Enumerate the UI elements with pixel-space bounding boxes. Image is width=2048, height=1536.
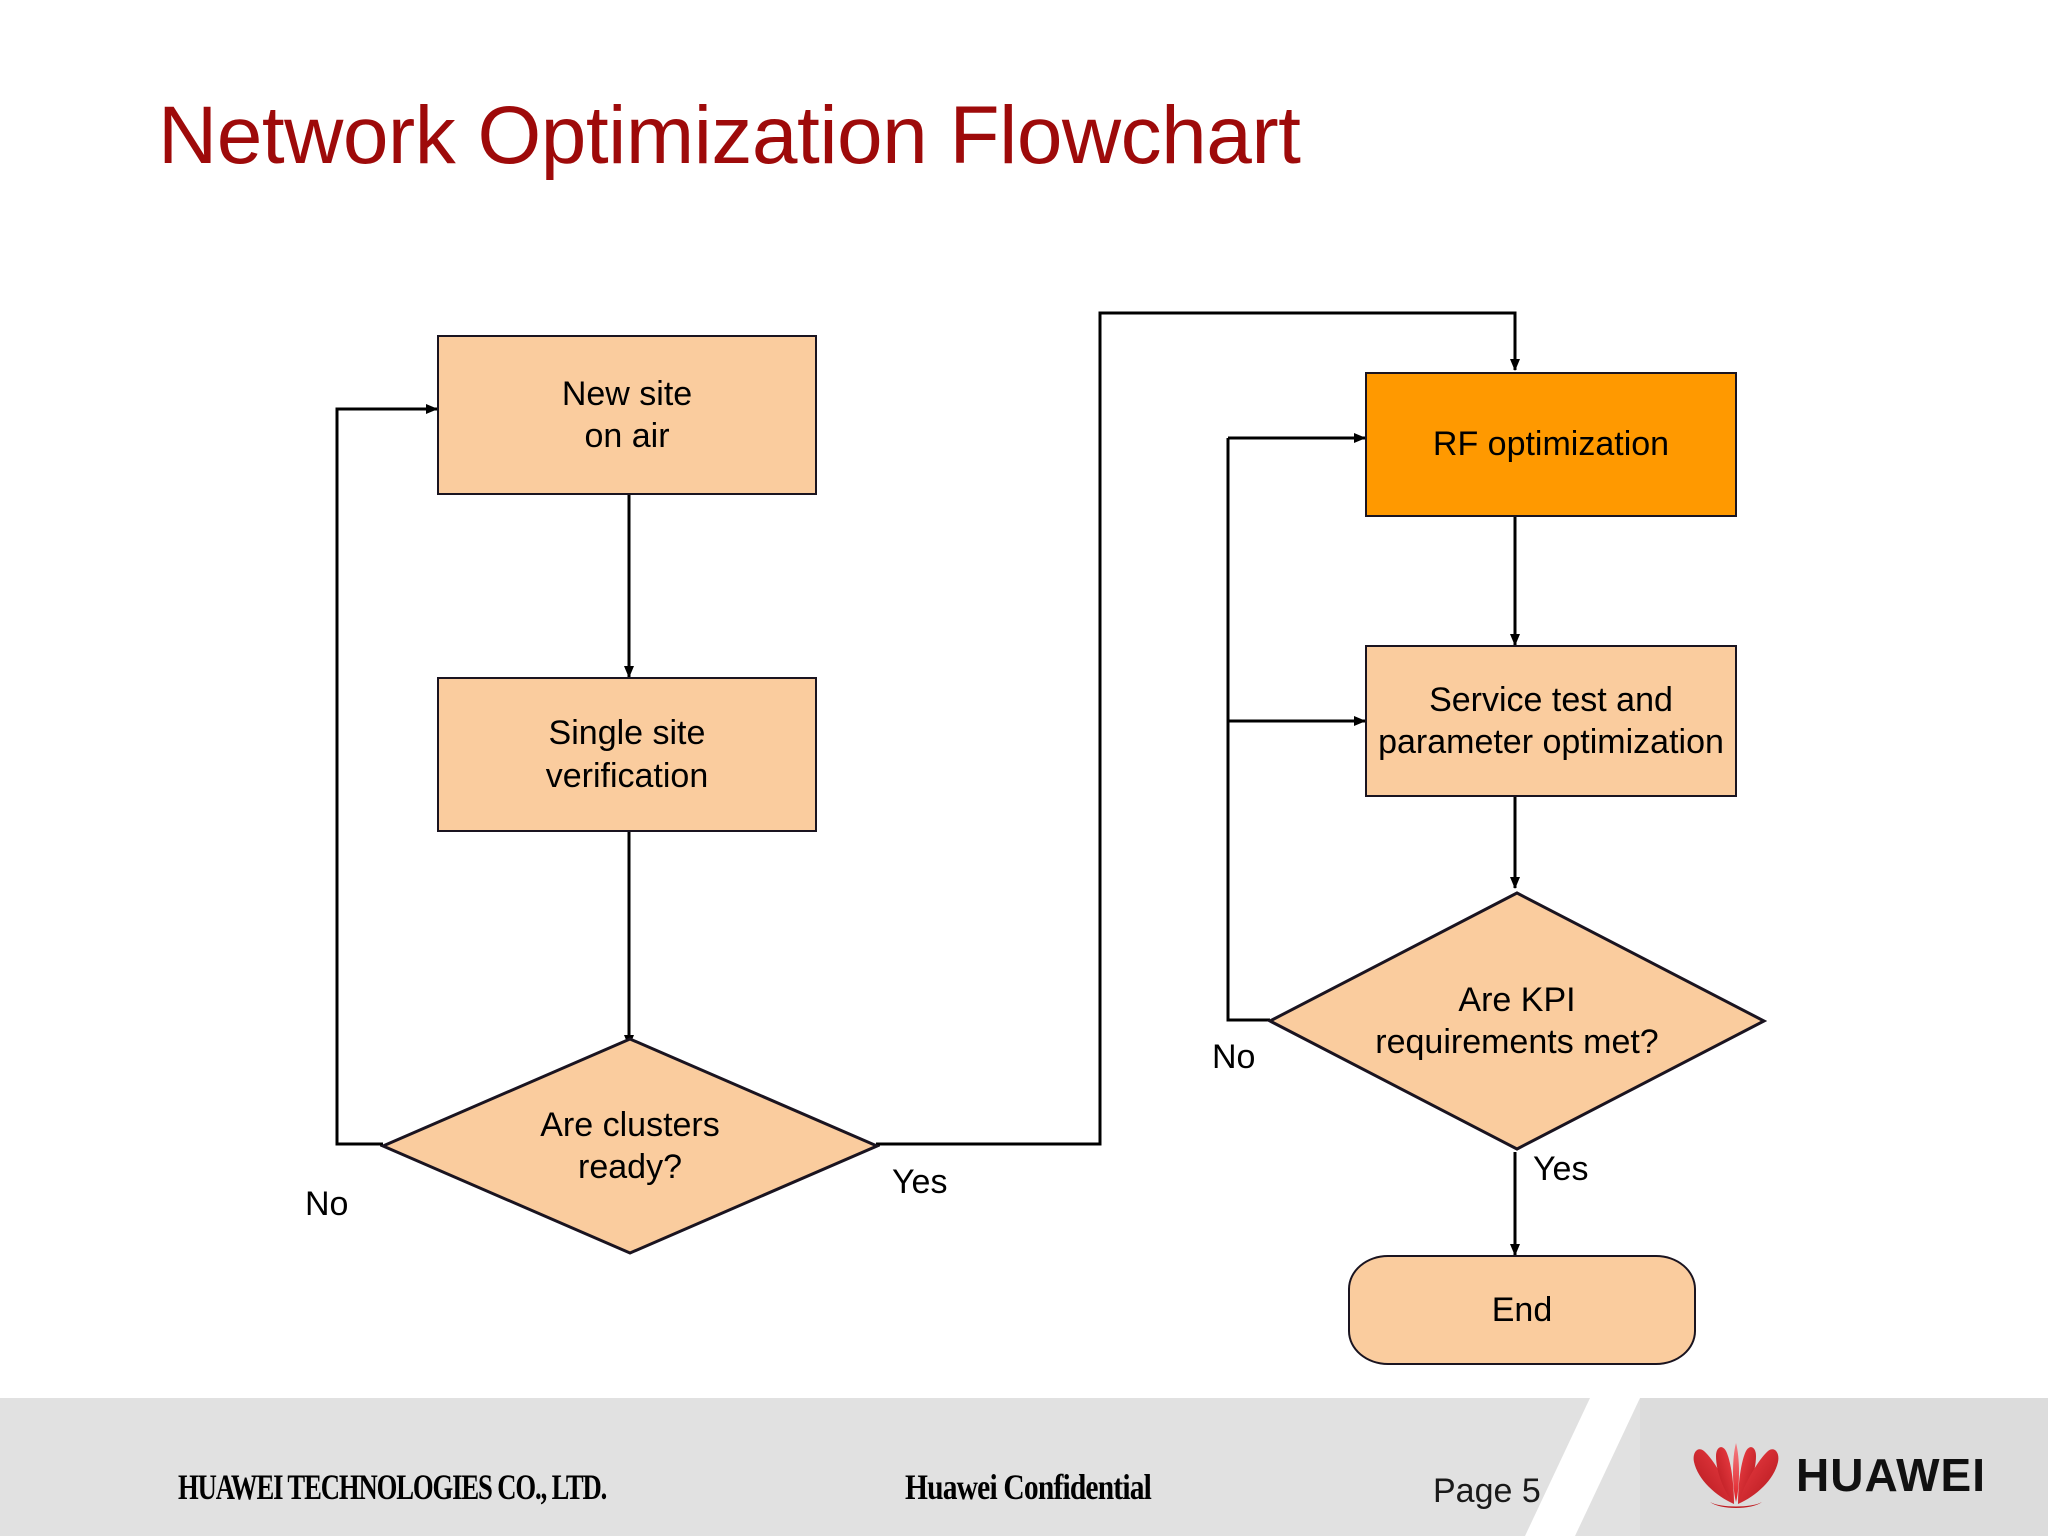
footer-swoosh-divider [1525, 1398, 2048, 1536]
footer-confidentiality-notice: Huawei Confidential [905, 1467, 1152, 1507]
edge-label-kpi-yes: Yes [1533, 1150, 1589, 1188]
flowchart-connectors [335, 311, 1520, 1256]
page-number: Page 5 [1433, 1472, 1541, 1510]
huawei-flower-icon [1693, 1443, 1779, 1508]
diamond-shape-kpi [1267, 891, 1767, 1151]
edge-label-kpi-no: No [1212, 1038, 1256, 1076]
node-single-site-verification[interactable]: Single site verification [437, 677, 817, 832]
flowchart-canvas: New site on air Single site verification… [305, 311, 1767, 1365]
edge-clusters-no [335, 404, 438, 1146]
huawei-wordmark: HUAWEI [1796, 1449, 1986, 1501]
edge-label-clusters-no: No [305, 1185, 349, 1223]
node-end[interactable]: End [1348, 1255, 1696, 1365]
footer-company-name: HUAWEI TECHNOLOGIES CO., LTD. [178, 1467, 607, 1507]
node-new-site[interactable]: New site on air [437, 335, 817, 495]
huawei-logo: HUAWEI [1690, 1438, 1990, 1512]
node-are-clusters-ready[interactable]: Are clusters ready? [380, 1036, 880, 1256]
node-service-test-parameter-optimization[interactable]: Service test and parameter optimization [1365, 645, 1737, 797]
node-rf-optimization[interactable]: RF optimization [1365, 372, 1737, 517]
page-title: Network Optimization Flowchart [158, 90, 1301, 181]
edge-label-clusters-yes: Yes [892, 1163, 948, 1201]
node-are-kpi-requirements-met[interactable]: Are KPI requirements met? [1267, 890, 1767, 1152]
edge-clusters-yes [876, 311, 1520, 1146]
edge-kpi-no-trunk [1226, 438, 1270, 1022]
diamond-shape-clusters [380, 1037, 880, 1255]
